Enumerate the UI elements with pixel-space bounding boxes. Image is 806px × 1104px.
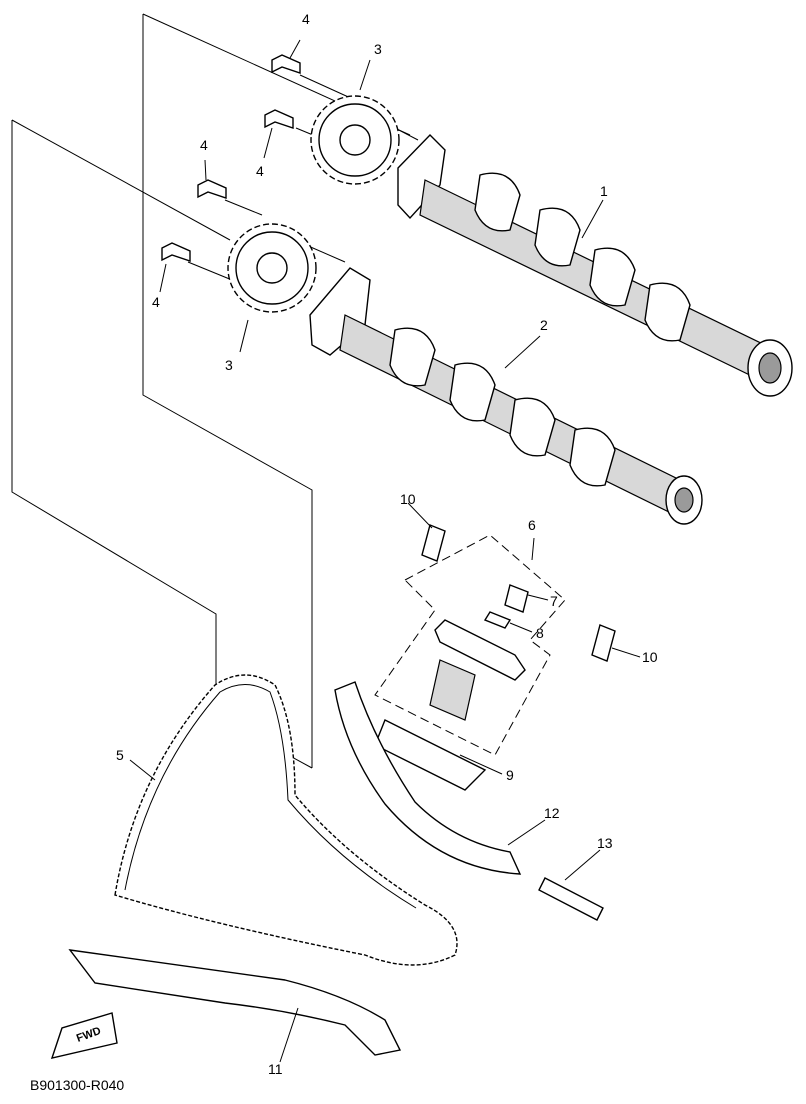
- callout-3-upper: 3: [374, 41, 382, 57]
- pin-13: [538, 877, 604, 921]
- drawing-code: B901300-R040: [30, 1077, 124, 1093]
- sprocket-upper: [310, 95, 400, 185]
- camshaft-2: [309, 267, 703, 525]
- callout-13: 13: [597, 835, 613, 851]
- callout-10-left: 10: [400, 491, 416, 507]
- callout-2: 2: [540, 317, 548, 333]
- callout-6: 6: [528, 517, 536, 533]
- callout-10-right: 10: [642, 649, 658, 665]
- callout-4-c: 4: [200, 137, 208, 153]
- sprocket-bolts: [161, 54, 301, 262]
- callout-9: 9: [506, 767, 514, 783]
- callout-1: 1: [600, 183, 608, 199]
- timing-chain: [114, 674, 458, 966]
- fwd-arrow-icon: FWD: [50, 1012, 118, 1059]
- callout-3-lower: 3: [225, 357, 233, 373]
- sprocket-lower: [227, 223, 317, 313]
- camshaft-1: [397, 134, 793, 397]
- callout-4-b: 4: [256, 163, 264, 179]
- callout-4-d: 4: [152, 294, 160, 310]
- callout-5: 5: [116, 747, 124, 763]
- chain-guide-11: [68, 949, 402, 1056]
- callout-4-a: 4: [302, 11, 310, 27]
- callout-7: 7: [550, 593, 558, 609]
- callout-11: 11: [268, 1061, 283, 1077]
- chain-guide-12: [334, 681, 522, 875]
- tensioner-assembly: [374, 524, 616, 791]
- callout-8: 8: [536, 625, 544, 641]
- leader-lines: [129, 39, 641, 1063]
- callout-12: 12: [544, 805, 560, 821]
- callout-labels: 1 2 3 3 4 4 4 4 5 6 7 8 9 10 10 11 12 13: [116, 11, 658, 1077]
